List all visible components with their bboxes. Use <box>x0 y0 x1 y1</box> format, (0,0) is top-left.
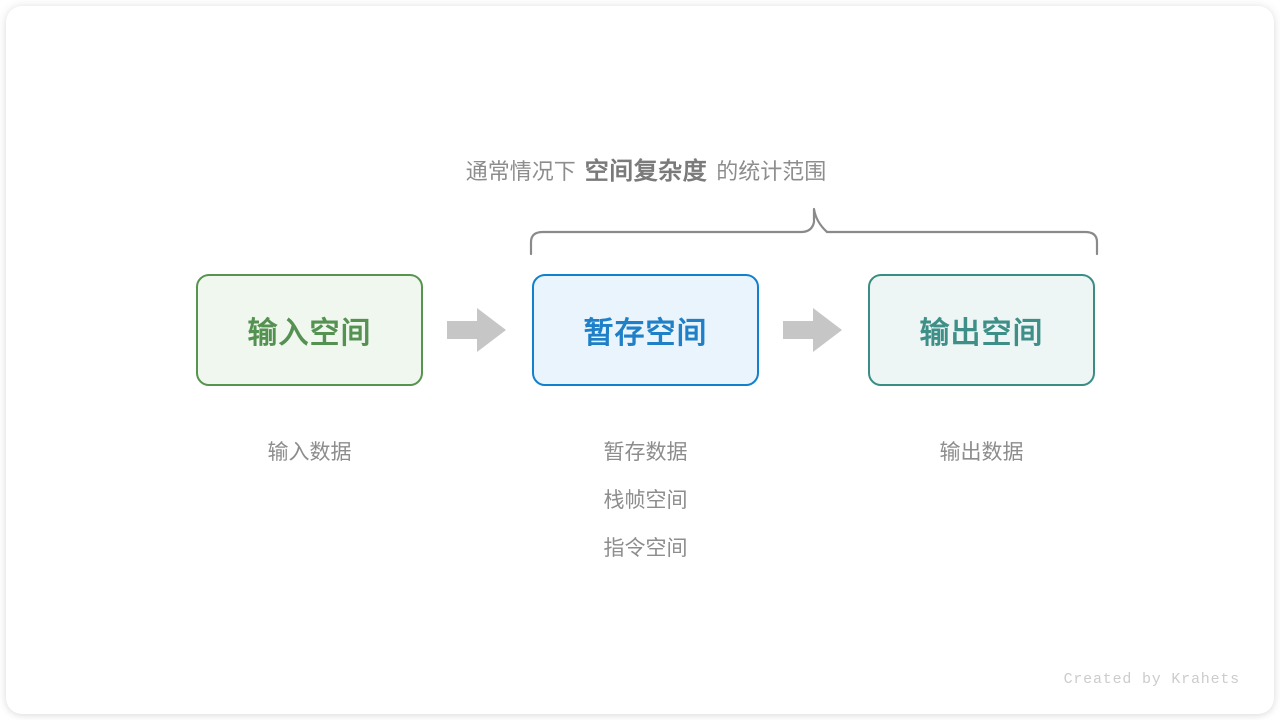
caption-line: 栈帧空间 <box>603 489 688 512</box>
caption-suffix-text: 的统计范围 <box>716 159 827 184</box>
credit-text: Created by Krahets <box>1063 671 1240 688</box>
caption-highlight-text: 空间复杂度 <box>584 158 708 185</box>
stage-caption-input: 输入数据 <box>196 429 423 477</box>
stage-caption-output: 输出数据 <box>868 429 1095 477</box>
curly-brace-icon <box>529 207 1099 256</box>
right-arrow-icon <box>447 308 506 352</box>
slide-card: 通常情况下空间复杂度的统计范围 输入空间 暂存空间 输出空间 输入数据 暂存数据… <box>6 6 1274 714</box>
caption-line: 输出数据 <box>939 441 1024 464</box>
stage-box-temp[interactable]: 暂存空间 <box>532 274 759 386</box>
right-arrow-icon <box>783 308 842 352</box>
caption-prefix-text: 通常情况下 <box>465 159 576 184</box>
stage-box-temp-title: 暂存空间 <box>583 317 708 350</box>
curly-brace <box>526 204 1102 256</box>
stage-box-output[interactable]: 输出空间 <box>868 274 1095 386</box>
stage-box-input-title: 输入空间 <box>247 317 372 350</box>
stage-caption-temp: 暂存数据 栈帧空间 指令空间 <box>532 429 759 573</box>
stage-box-input[interactable]: 输入空间 <box>196 274 423 386</box>
brace-caption: 通常情况下空间复杂度的统计范围 <box>6 155 1274 189</box>
caption-line: 输入数据 <box>267 441 352 464</box>
flow-arrow-temp-to-output <box>783 305 843 355</box>
stage-box-output-title: 输出空间 <box>919 317 1044 350</box>
caption-line: 暂存数据 <box>603 441 688 464</box>
flow-arrow-input-to-temp <box>447 305 507 355</box>
caption-line: 指令空间 <box>603 537 688 560</box>
